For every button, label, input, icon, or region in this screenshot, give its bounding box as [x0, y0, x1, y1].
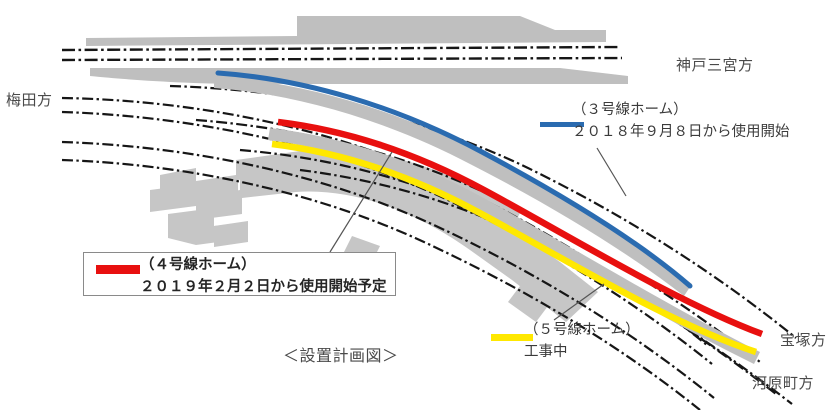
- red-line-swatch: [96, 265, 140, 274]
- concourse-block-upper: [160, 149, 520, 236]
- line5-platform-edge[interactable]: [271, 140, 758, 356]
- legend-line3-title: （３号線ホーム）: [572, 102, 688, 118]
- leader-lines: [329, 147, 627, 321]
- line3-platform-edge-stroke[interactable]: [215, 70, 693, 289]
- figure-caption: ＜設置計画図＞: [283, 346, 399, 365]
- legend-line4: （４号線ホーム） ２０１９年２月２日から使用開始予定: [140, 255, 387, 299]
- upper-platform-structures: [86, 16, 628, 84]
- track-north-1: [61, 45, 621, 52]
- direction-label-kawaramachi: 河原町方: [752, 374, 815, 392]
- platform-slab-north: [86, 16, 606, 46]
- concourse-notch-c: [508, 286, 548, 322]
- curved-track-7: [299, 168, 793, 405]
- platform-slab-north-second: [90, 68, 628, 84]
- legend-line5-title: （５号線ホーム）: [524, 322, 640, 338]
- yellow-line-swatch: [491, 334, 533, 341]
- leader-line3: [596, 147, 627, 197]
- legend-line3: （３号線ホーム） ２０１８年９月８日から使用開始: [572, 100, 790, 144]
- legend-line4-box: [83, 252, 396, 296]
- line4-platform-edge[interactable]: [277, 118, 764, 338]
- curved-track-3: [61, 140, 715, 399]
- leader-line4: [329, 151, 393, 253]
- leader-line5: [553, 283, 605, 321]
- concourse-block-lower: [150, 167, 598, 322]
- legend-line5: （５号線ホーム） 工事中: [524, 320, 640, 364]
- blue-line-swatch: [540, 122, 584, 127]
- track-north-2: [61, 56, 623, 62]
- concourse-notch-a: [214, 221, 248, 247]
- track-group-north: [61, 45, 623, 62]
- curved-track-4: [61, 158, 701, 410]
- platform-band-line45: [268, 128, 760, 364]
- legend-line3-detail: ２０１８年９月８日から使用開始: [572, 123, 790, 140]
- legend-line4-title: （４号線ホーム）: [140, 257, 256, 273]
- direction-label-umeda: 梅田方: [6, 91, 53, 109]
- direction-label-takarazuka: 宝塚方: [780, 331, 827, 349]
- direction-label-kobe-sannomiya: 神戸三宮方: [676, 56, 754, 74]
- curved-track-6: [239, 148, 777, 395]
- curved-track-8: [169, 84, 797, 339]
- legend-line4-detail: ２０１９年２月２日から使用開始予定: [140, 278, 387, 295]
- legend-line5-detail: 工事中: [524, 343, 568, 360]
